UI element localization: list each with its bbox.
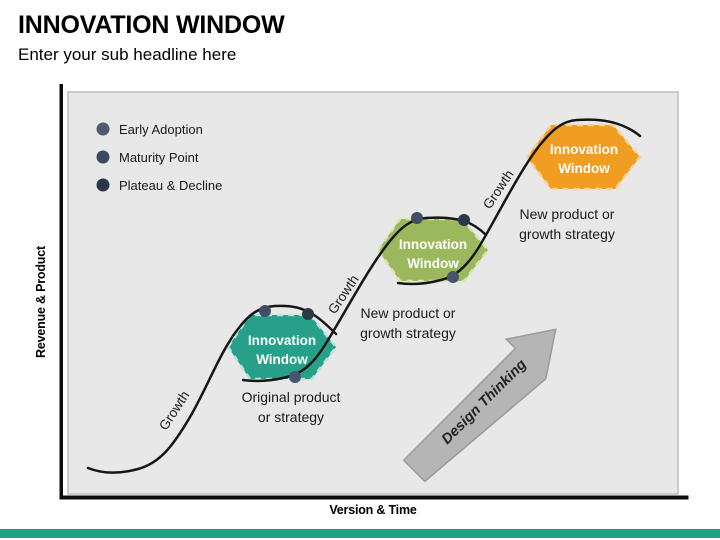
plateau-decline-legend-dot bbox=[96, 178, 110, 192]
legend: Early Adoption Maturity Point Plateau & … bbox=[96, 122, 222, 193]
innovation-window-hexagon-3 bbox=[525, 123, 642, 191]
maturity-point-legend-label: Maturity Point bbox=[119, 150, 199, 165]
innovation-window-label-3: Innovation Window bbox=[550, 142, 618, 176]
hex3-label-line2: Window bbox=[558, 161, 610, 176]
early-adoption-legend-dot bbox=[96, 122, 110, 136]
x-axis-label: Version & Time bbox=[329, 503, 417, 517]
caption-window-3: New product or growth strategy bbox=[519, 206, 615, 242]
innovation-window-label-1: Innovation Window bbox=[248, 333, 316, 367]
page-subtitle: Enter your sub headline here bbox=[18, 45, 237, 64]
page-title: INNOVATION WINDOW bbox=[18, 11, 285, 39]
caption2-line1: New product or bbox=[361, 305, 456, 321]
maturity-point-dot-2 bbox=[411, 212, 423, 224]
early-adoption-dot-2 bbox=[447, 271, 459, 283]
caption3-line1: New product or bbox=[520, 206, 615, 222]
innovation-window-label-2: Innovation Window bbox=[399, 237, 467, 271]
y-axis-line bbox=[59, 84, 63, 499]
caption1-line2: or strategy bbox=[258, 409, 324, 425]
innovation-window-hexagon-2 bbox=[376, 217, 490, 283]
caption2-line2: growth strategy bbox=[360, 325, 456, 341]
plateau-decline-legend-label: Plateau & Decline bbox=[119, 178, 222, 193]
caption-window-1: Original product or strategy bbox=[242, 389, 341, 425]
maturity-point-legend-dot bbox=[96, 150, 110, 164]
hex1-label-line2: Window bbox=[256, 352, 308, 367]
caption3-line2: growth strategy bbox=[519, 226, 615, 242]
arrow-shape bbox=[402, 328, 557, 483]
hex3-label-line1: Innovation bbox=[550, 142, 618, 157]
caption1-line1: Original product bbox=[242, 389, 341, 405]
hex2-label-line2: Window bbox=[407, 256, 459, 271]
plateau-decline-dot-2 bbox=[458, 214, 470, 226]
x-axis-line bbox=[59, 495, 689, 500]
early-adoption-dot-1 bbox=[289, 371, 301, 383]
hex1-label-line1: Innovation bbox=[248, 333, 316, 348]
caption-window-2: New product or growth strategy bbox=[360, 305, 456, 341]
maturity-point-dot-1 bbox=[259, 305, 271, 317]
growth-curve-3 bbox=[396, 118, 642, 286]
y-axis-label: Revenue & Product bbox=[34, 245, 48, 358]
early-adoption-legend-label: Early Adoption bbox=[119, 122, 203, 137]
growth-curve-1 bbox=[86, 304, 338, 474]
hex2-label-line1: Innovation bbox=[399, 237, 467, 252]
footer-accent-bar bbox=[0, 529, 720, 538]
plateau-decline-dot-1 bbox=[302, 308, 314, 320]
